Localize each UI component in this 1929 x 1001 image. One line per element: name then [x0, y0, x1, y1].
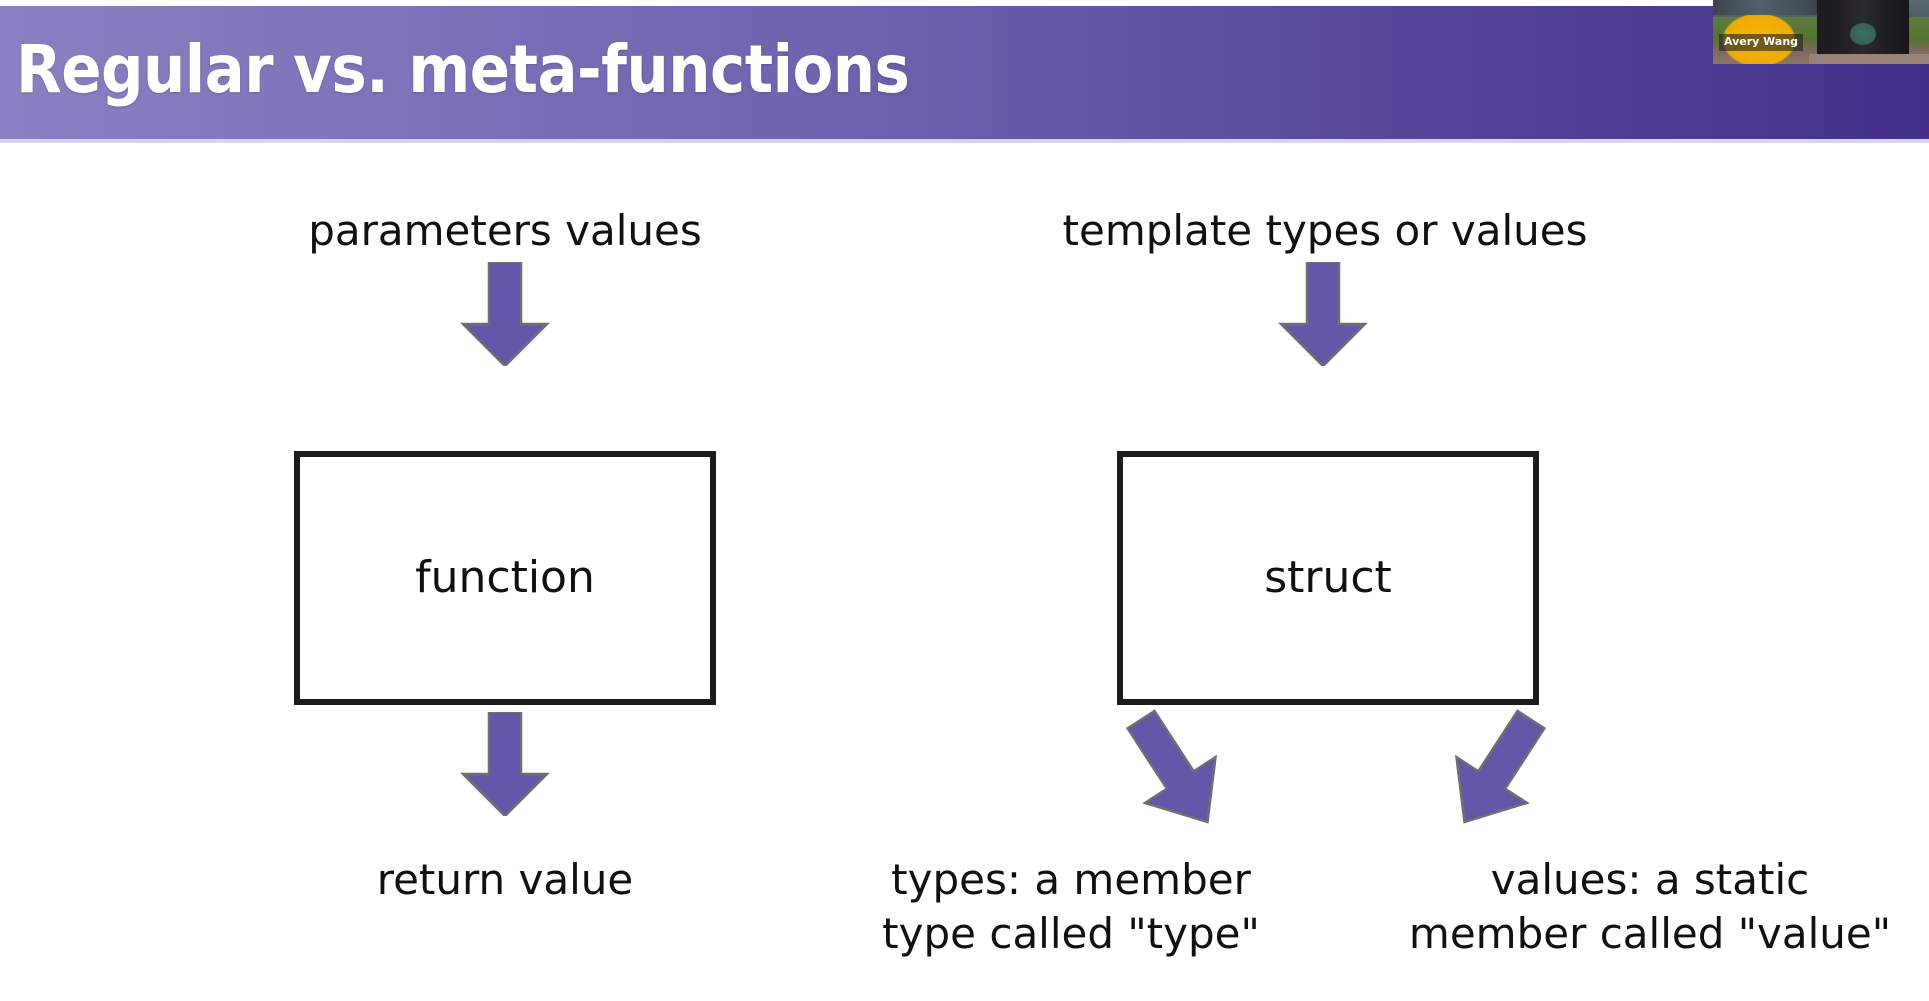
- webcam-foreground-surface: [1809, 54, 1929, 64]
- struct-box-label: struct: [1264, 552, 1392, 603]
- slide-title-bar: [0, 6, 1929, 139]
- title-bar-underline: [0, 139, 1929, 143]
- struct-box: struct: [1117, 451, 1539, 705]
- function-box: function: [294, 451, 716, 705]
- function-box-label: function: [415, 552, 595, 603]
- right-output-label-types-line2: type called "type": [882, 909, 1260, 958]
- arrow-down-icon-left-output: [455, 712, 555, 816]
- right-output-label-types: types: a member type called "type": [836, 853, 1306, 961]
- left-input-label: parameters values: [308, 206, 702, 255]
- webcam-video-overlay[interactable]: Avery Wang: [1713, 0, 1929, 64]
- right-output-label-values-line1: values: a static: [1490, 855, 1810, 904]
- arrow-down-icon-left-input: [455, 262, 555, 366]
- left-output-label: return value: [376, 855, 634, 904]
- arrow-down-icon-right-input: [1273, 262, 1373, 366]
- arrow-down-right-icon-values: [1430, 705, 1560, 845]
- right-output-label-values: values: a static member called "value": [1370, 853, 1929, 961]
- webcam-background-shelf: [1713, 0, 1843, 15]
- arrow-down-left-icon-types: [1112, 705, 1242, 845]
- webcam-person-silhouette: [1817, 0, 1909, 58]
- page-title: Regular vs. meta-functions: [16, 31, 910, 108]
- right-output-label-values-line2: member called "value": [1408, 909, 1892, 958]
- right-input-label: template types or values: [1062, 206, 1588, 255]
- webcam-participant-name: Avery Wang: [1719, 34, 1804, 51]
- right-output-label-types-line1: types: a member: [891, 855, 1251, 904]
